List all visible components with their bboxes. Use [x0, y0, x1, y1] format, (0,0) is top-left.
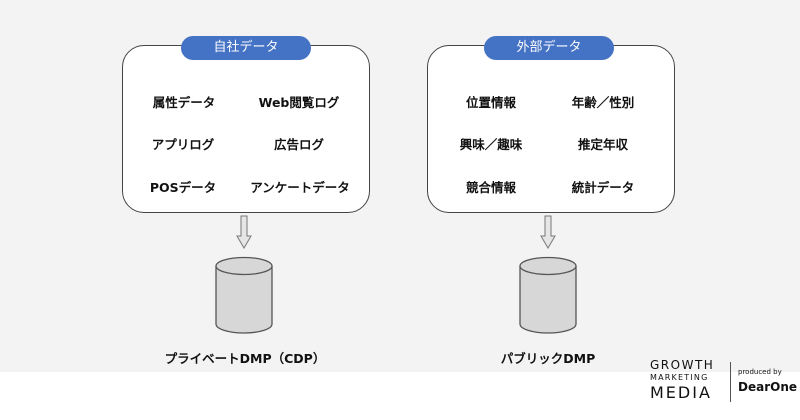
internal-item-attribute: 属性データ — [152, 95, 216, 110]
internal-item-survey: アンケートデータ — [250, 180, 350, 195]
external-item-interest: 興味／趣味 — [459, 137, 523, 152]
public-arrow-icon — [540, 215, 556, 249]
diagram-canvas: 自社データ 属性データ Web閲覧ログ アプリログ 広告ログ POSデータ アン… — [0, 0, 800, 372]
private-dmp-label: プライベートDMP（CDP） — [164, 351, 326, 366]
logo-divider — [730, 362, 731, 402]
public-dmp-label: パブリックDMP — [500, 351, 596, 366]
external-item-income: 推定年収 — [577, 137, 629, 152]
external-item-age-gender: 年齢／性別 — [571, 95, 635, 110]
internal-item-ad-log: 広告ログ — [273, 137, 325, 152]
external-item-statistics: 統計データ — [571, 180, 635, 195]
internal-item-web-log: Web閲覧ログ — [258, 95, 340, 110]
internal-data-box — [122, 45, 370, 213]
external-item-location: 位置情報 — [465, 95, 517, 110]
external-data-box — [427, 45, 675, 213]
logo-produced-by: produced by — [738, 368, 782, 376]
internal-item-app-log: アプリログ — [151, 137, 215, 152]
external-item-competitor: 競合情報 — [465, 180, 517, 195]
private-dmp-database-icon — [215, 256, 273, 334]
logo-line-growth: GROWTH — [650, 358, 715, 372]
logo-brand-dearone: DearOne — [738, 380, 797, 394]
internal-item-pos: POSデータ — [149, 180, 217, 195]
growth-marketing-media-logo: GROWTH MARKETING MEDIA produced by DearO… — [650, 356, 797, 408]
internal-data-title: 自社データ — [181, 36, 311, 60]
private-arrow-icon — [236, 215, 252, 249]
logo-line-marketing: MARKETING — [650, 373, 709, 382]
external-data-title: 外部データ — [484, 36, 614, 60]
logo-line-media: MEDIA — [650, 383, 712, 402]
public-dmp-database-icon — [519, 256, 577, 334]
